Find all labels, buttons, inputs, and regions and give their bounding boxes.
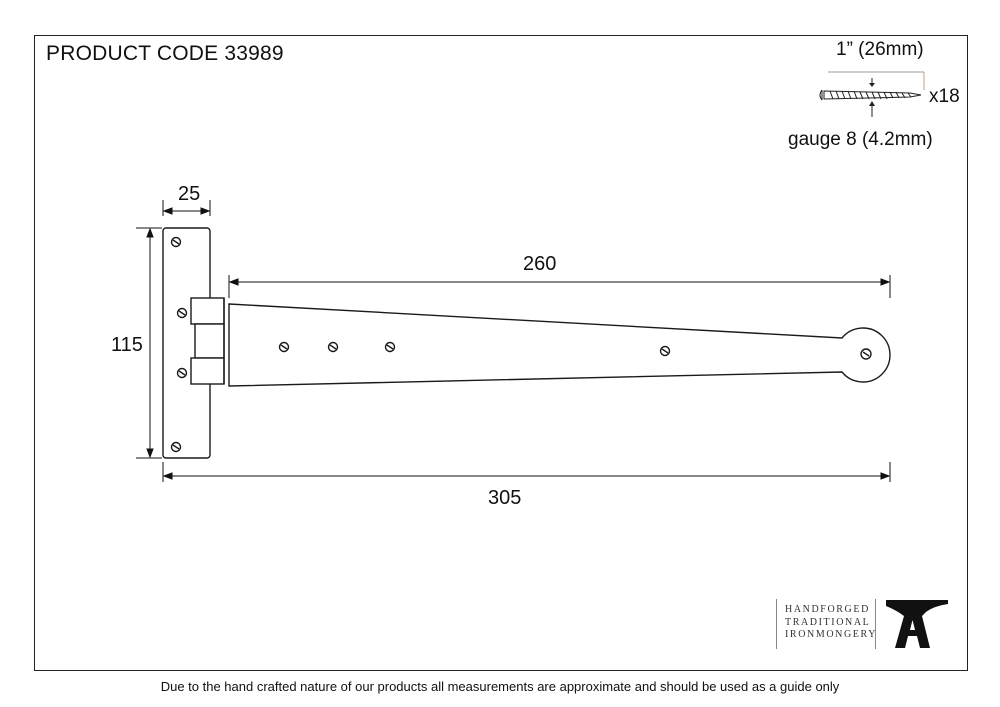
dimension-lines: [136, 200, 891, 482]
strap-length-dimension: 260: [523, 253, 557, 275]
hinge-strap: [228, 303, 891, 387]
hinge-knuckles: [190, 297, 225, 385]
brand-line-1: HANDFORGED: [785, 604, 870, 615]
plate-width-dimension: 25: [178, 183, 201, 205]
screw-illustration: [819, 71, 925, 117]
brand-text: HANDFORGED TRADITIONAL IRONMONGERY: [776, 599, 876, 649]
screw-head: [819, 89, 823, 101]
brand-line-3: IRONMONGERY: [785, 629, 878, 640]
anvil-logo-icon: [886, 600, 948, 648]
measurement-disclaimer: Due to the hand crafted nature of our pr…: [160, 679, 840, 694]
screw-gauge-label: gauge 8 (4.2mm): [788, 129, 933, 150]
drawing-frame: [34, 35, 968, 671]
brand-line-2: TRADITIONAL: [785, 616, 871, 628]
product-code: PRODUCT CODE 33989: [46, 42, 284, 65]
plate-height-dimension: 115: [111, 334, 143, 356]
screw-length-label: 1” (26mm): [836, 39, 924, 60]
overall-length-dimension: 305: [488, 487, 522, 509]
screw-quantity-label: x18: [929, 86, 960, 107]
